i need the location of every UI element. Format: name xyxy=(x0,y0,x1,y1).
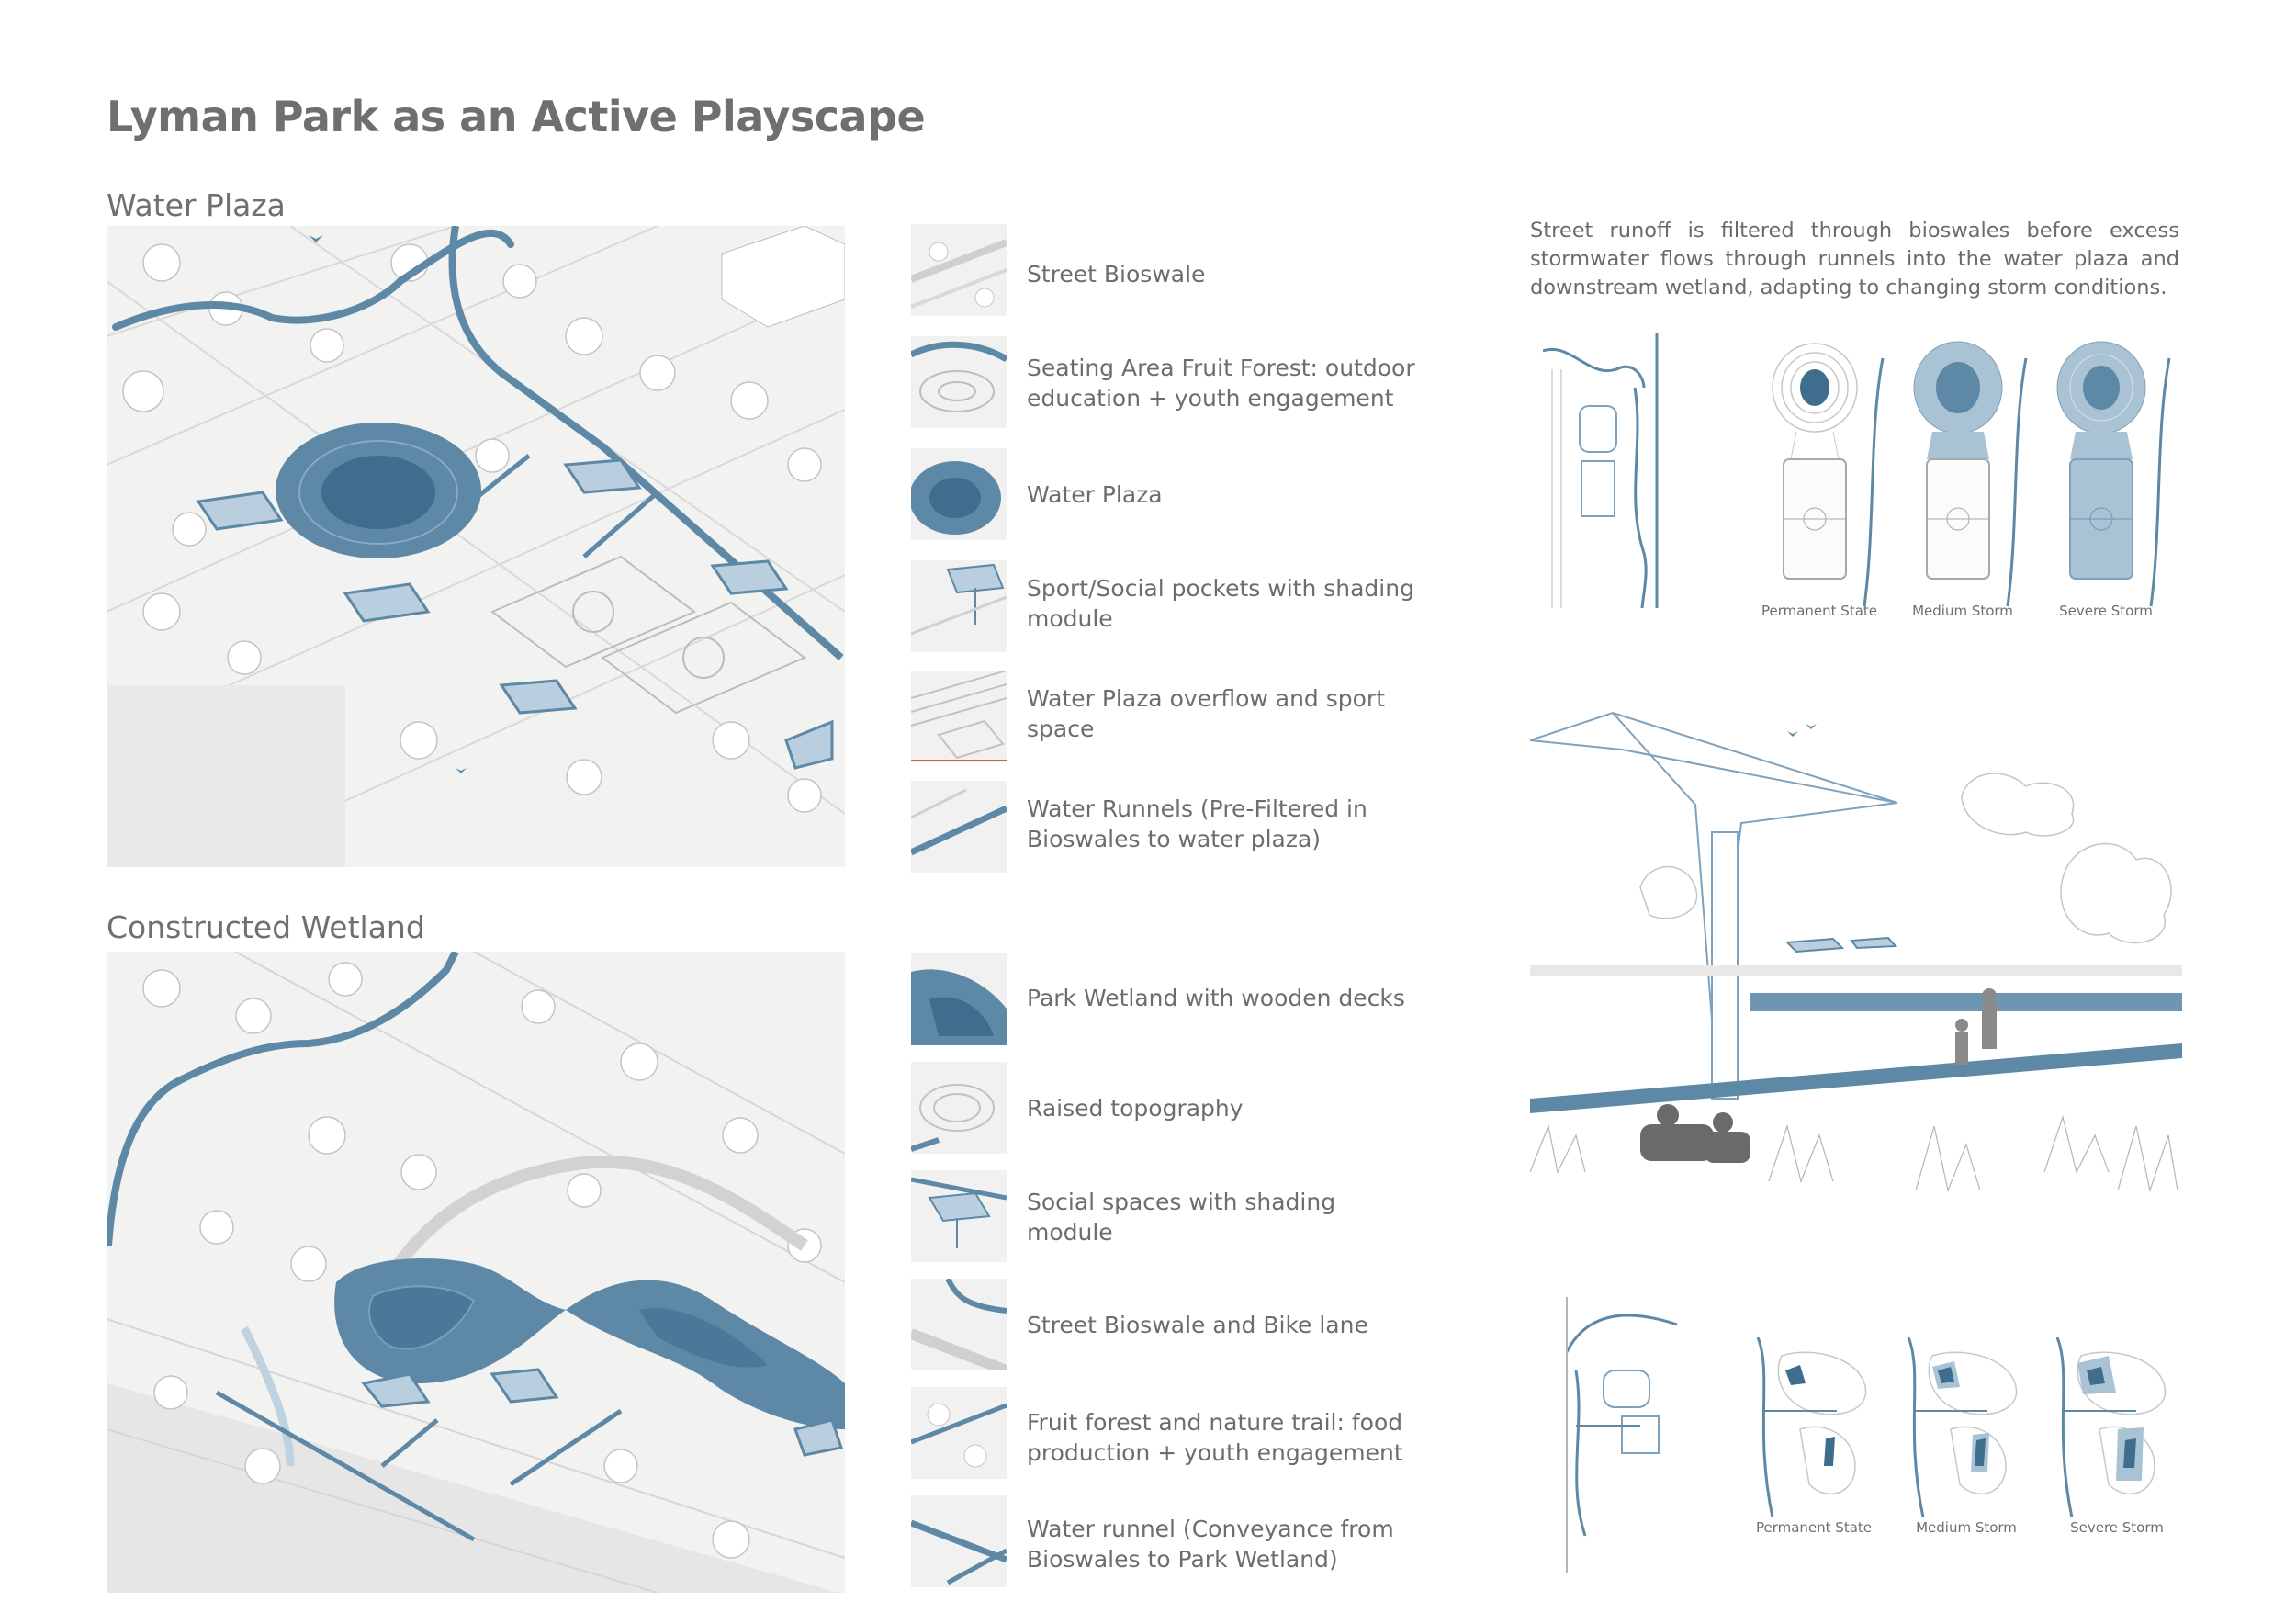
wetland-phase-label-severe: Severe Storm xyxy=(2070,1519,2164,1536)
wetland-medium-storm-diagram xyxy=(1896,1337,2024,1517)
legend-label-runnel: Water Runnels (Pre-Filtered in Bioswales… xyxy=(1027,795,1367,852)
legend-label-street-bioswale: Street Bioswale xyxy=(1027,261,1206,288)
legend-label-fruit-forest: Fruit forest and nature trail: food prod… xyxy=(1027,1409,1403,1466)
legend-label-social-space: Social spaces with shading module xyxy=(1027,1189,1336,1246)
overflow-thumb xyxy=(911,671,1007,762)
park-wetland-thumb xyxy=(911,953,1007,1045)
constructed-wetland-plan xyxy=(107,952,845,1593)
wetland-permanent-state-diagram xyxy=(1745,1337,1874,1517)
plaza-phase-label-medium: Medium Storm xyxy=(1912,603,2013,619)
wetland-phase-label-permanent: Permanent State xyxy=(1755,1519,1873,1536)
legend-label-water-plaza: Water Plaza xyxy=(1027,481,1163,508)
runnel-thumb xyxy=(911,781,1007,873)
wetland-severe-storm-diagram xyxy=(2044,1337,2178,1517)
legend-label-topography: Raised topography xyxy=(1027,1095,1244,1122)
legend-label-sport-pocket: Sport/Social pockets with shading module xyxy=(1027,575,1414,632)
legend-label-park-wetland: Park Wetland with wooden decks xyxy=(1027,985,1405,1011)
plaza-phase-label-severe: Severe Storm xyxy=(2059,603,2153,619)
bike-lane-thumb xyxy=(911,1279,1007,1370)
sport-pocket-thumb xyxy=(911,560,1007,652)
perspective-sketch xyxy=(1530,694,2182,1227)
water-plaza-plan xyxy=(107,226,845,867)
conveyance-thumb xyxy=(911,1495,1007,1587)
section-title-water-plaza: Water Plaza xyxy=(107,187,286,223)
fruit-forest-thumb xyxy=(911,1387,1007,1479)
seating-area-thumb xyxy=(911,336,1007,428)
plaza-site-key-plan xyxy=(1543,333,1668,612)
plaza-severe-storm-diagram xyxy=(2050,340,2178,612)
wetland-site-key-plan xyxy=(1548,1297,1686,1573)
section-title-wetland: Constructed Wetland xyxy=(107,909,425,945)
water-plaza-thumb xyxy=(911,448,1007,540)
plaza-phase-label-permanent: Permanent State xyxy=(1761,603,1878,619)
topography-thumb xyxy=(911,1062,1007,1154)
street-bioswale-thumb xyxy=(911,224,1007,316)
legend-label-overflow: Water Plaza overflow and sport space xyxy=(1027,685,1386,742)
social-space-thumb xyxy=(911,1170,1007,1262)
legend-label-conveyance: Water runnel (Conveyance from Bioswales … xyxy=(1027,1516,1394,1573)
page-title: Lyman Park as an Active Playscape xyxy=(107,92,926,141)
legend-label-bike-lane: Street Bioswale and Bike lane xyxy=(1027,1312,1368,1338)
wetland-phase-label-medium: Medium Storm xyxy=(1916,1519,2017,1536)
description-paragraph: Street runoff is filtered through bioswa… xyxy=(1530,219,2179,299)
plaza-permanent-state-diagram xyxy=(1763,340,1892,612)
legend-label-seating-area: Seating Area Fruit Forest: outdoor educa… xyxy=(1027,355,1415,412)
plaza-medium-storm-diagram xyxy=(1907,340,2035,612)
